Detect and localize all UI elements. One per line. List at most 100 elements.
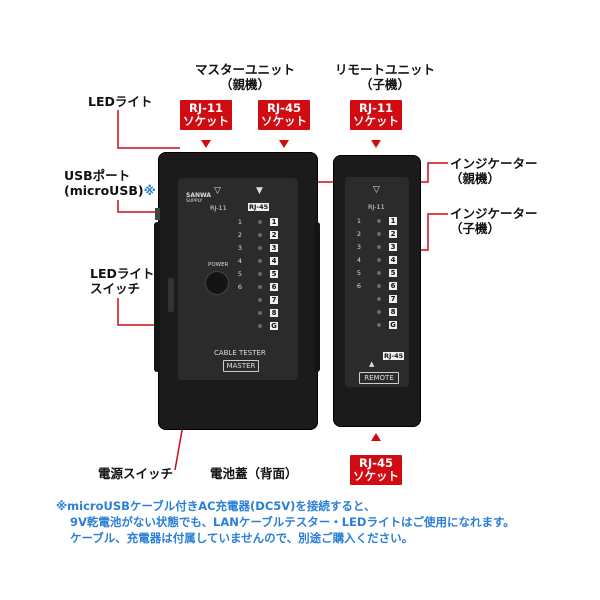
master-indicator-led [258, 246, 262, 250]
brand-logo-sub: SUPPLY [186, 199, 203, 204]
remote-rj11-number: 2 [356, 230, 362, 238]
remote-indicator-led [377, 219, 381, 223]
remote-rj45-pin: G [389, 321, 397, 329]
remote-rj11-badge-line2: ソケット [353, 114, 399, 128]
master-rj11-number: 4 [237, 257, 243, 265]
cable-tester-label: CABLE TESTER [214, 349, 266, 357]
remote-rj45-socket-badge: RJ-45 ソケット [350, 455, 402, 485]
remote-rj45-pin: 8 [389, 308, 397, 316]
master-unit-title: マスターユニット （親機） [190, 62, 300, 92]
note-line-1: ※microUSBケーブル付きAC充電器(DC5V)を接続すると、 [56, 499, 376, 513]
remote-indicator-led [377, 271, 381, 275]
led-light-label: LEDライト [88, 94, 153, 109]
remote-rj11-number: 3 [356, 243, 362, 251]
usb-port-label: USBポート (microUSB)※ [64, 168, 156, 198]
remote-rj11-number: 5 [356, 269, 362, 277]
remote-rj11-number: 4 [356, 256, 362, 264]
master-rj45-pin: 7 [270, 296, 278, 304]
remote-rj45-badge-line2: ソケット [353, 469, 399, 483]
master-indicator-led [258, 259, 262, 263]
remote-rj11-label: RJ-11 [368, 203, 385, 211]
battery-cover-label: 電池蓋（背面） [210, 466, 298, 481]
power-button[interactable] [206, 272, 228, 294]
indicator-remote-label: インジケーター （子機） [450, 206, 538, 236]
remote-rj45-pin: 1 [389, 217, 397, 225]
master-indicator-led [258, 311, 262, 315]
remote-unit-title-line1: リモートユニット [334, 62, 435, 77]
remote-rj11-arrow: ▽ [373, 185, 380, 195]
remote-indicator-led [377, 297, 381, 301]
master-rj11-number: 6 [237, 283, 243, 291]
led-light-switch[interactable] [168, 278, 174, 312]
master-rj11-badge-line1: RJ-11 [189, 101, 223, 115]
master-rj11-number: 3 [237, 244, 243, 252]
remote-rj45-pin: 2 [389, 230, 397, 238]
remote-rj11-socket-badge: RJ-11 ソケット [350, 100, 402, 130]
note-line-2: 9V乾電池がない状態でも、LANケーブルテスター・LEDライトはご使用になれます… [70, 515, 515, 529]
master-indicator-led [258, 324, 262, 328]
master-indicator-led [258, 233, 262, 237]
remote-rj11-number: 6 [356, 282, 362, 290]
indicator-master-label-line1: インジケーター [450, 156, 538, 171]
master-rj45-pin: 8 [270, 309, 278, 317]
master-rj45-pin: 1 [270, 218, 278, 226]
master-rj11-number: 2 [237, 231, 243, 239]
remote-rj11-badge-line1: RJ-11 [359, 101, 393, 115]
led-switch-label: LEDライト スイッチ [90, 266, 154, 296]
master-left-grip [154, 222, 160, 372]
led-switch-label-line2: スイッチ [90, 281, 141, 296]
remote-rj45-pin: 4 [389, 256, 397, 264]
master-rj11-socket-badge: RJ-11 ソケット [180, 100, 232, 130]
master-unit-title-line1: マスターユニット [194, 62, 295, 77]
master-rj45-pin: 5 [270, 270, 278, 278]
power-label: POWER [208, 262, 229, 268]
remote-rj11-number: 1 [356, 217, 362, 225]
remote-rj45-arrow: ▲ [369, 360, 375, 368]
master-rj11-number: 5 [237, 270, 243, 278]
master-rj45-pin: 3 [270, 244, 278, 252]
master-rj11-arrow: ▽ [214, 186, 221, 196]
indicator-master-label: インジケーター （親機） [450, 156, 538, 186]
master-indicator-led [258, 220, 262, 224]
led-switch-label-line1: LEDライト [90, 266, 155, 281]
usb-port[interactable] [155, 208, 160, 220]
remote-indicator-led [377, 232, 381, 236]
master-indicator-led [258, 272, 262, 276]
remote-box-label: REMOTE [359, 372, 399, 384]
remote-indicator-led [377, 245, 381, 249]
master-rj45-pin: 2 [270, 231, 278, 239]
indicator-master-label-line2: （親機） [450, 171, 501, 186]
master-rj45-badge-line2: ソケット [261, 114, 307, 128]
remote-indicator-led [377, 310, 381, 314]
master-box-label: MASTER [223, 360, 259, 372]
master-rj11-label: RJ-11 [210, 204, 227, 212]
master-rj45-pin: 4 [270, 257, 278, 265]
brand-logo: SANWA [186, 192, 211, 199]
master-rj45-pin: 6 [270, 283, 278, 291]
note-line-3: ケーブル、充電器は付属していませんので、別途ご購入ください。 [70, 531, 414, 545]
master-rj11-badge-line2: ソケット [183, 114, 229, 128]
power-switch-label: 電源スイッチ [98, 466, 174, 481]
master-unit-title-line2: （親機） [219, 77, 270, 92]
remote-rj45-pin: 3 [389, 243, 397, 251]
usb-port-label-line2: (microUSB) [64, 183, 144, 198]
master-rj45-socket-badge: RJ-45 ソケット [258, 100, 310, 130]
master-indicator-led [258, 285, 262, 289]
usb-port-label-line1: USBポート [64, 168, 131, 183]
master-rj45-arrow: ▼ [256, 186, 263, 196]
indicator-remote-label-line1: インジケーター [450, 206, 538, 221]
remote-unit-title: リモートユニット （子機） [330, 62, 440, 92]
remote-indicator-led [377, 323, 381, 327]
remote-rj45-badge-line1: RJ-45 [359, 456, 393, 470]
master-rj45-pin: G [270, 322, 278, 330]
usb-port-note-mark: ※ [143, 183, 156, 198]
master-rj45-badge-line1: RJ-45 [267, 101, 301, 115]
master-right-grip [314, 222, 320, 372]
remote-indicator-led [377, 284, 381, 288]
master-indicator-led [258, 298, 262, 302]
remote-indicator-led [377, 258, 381, 262]
